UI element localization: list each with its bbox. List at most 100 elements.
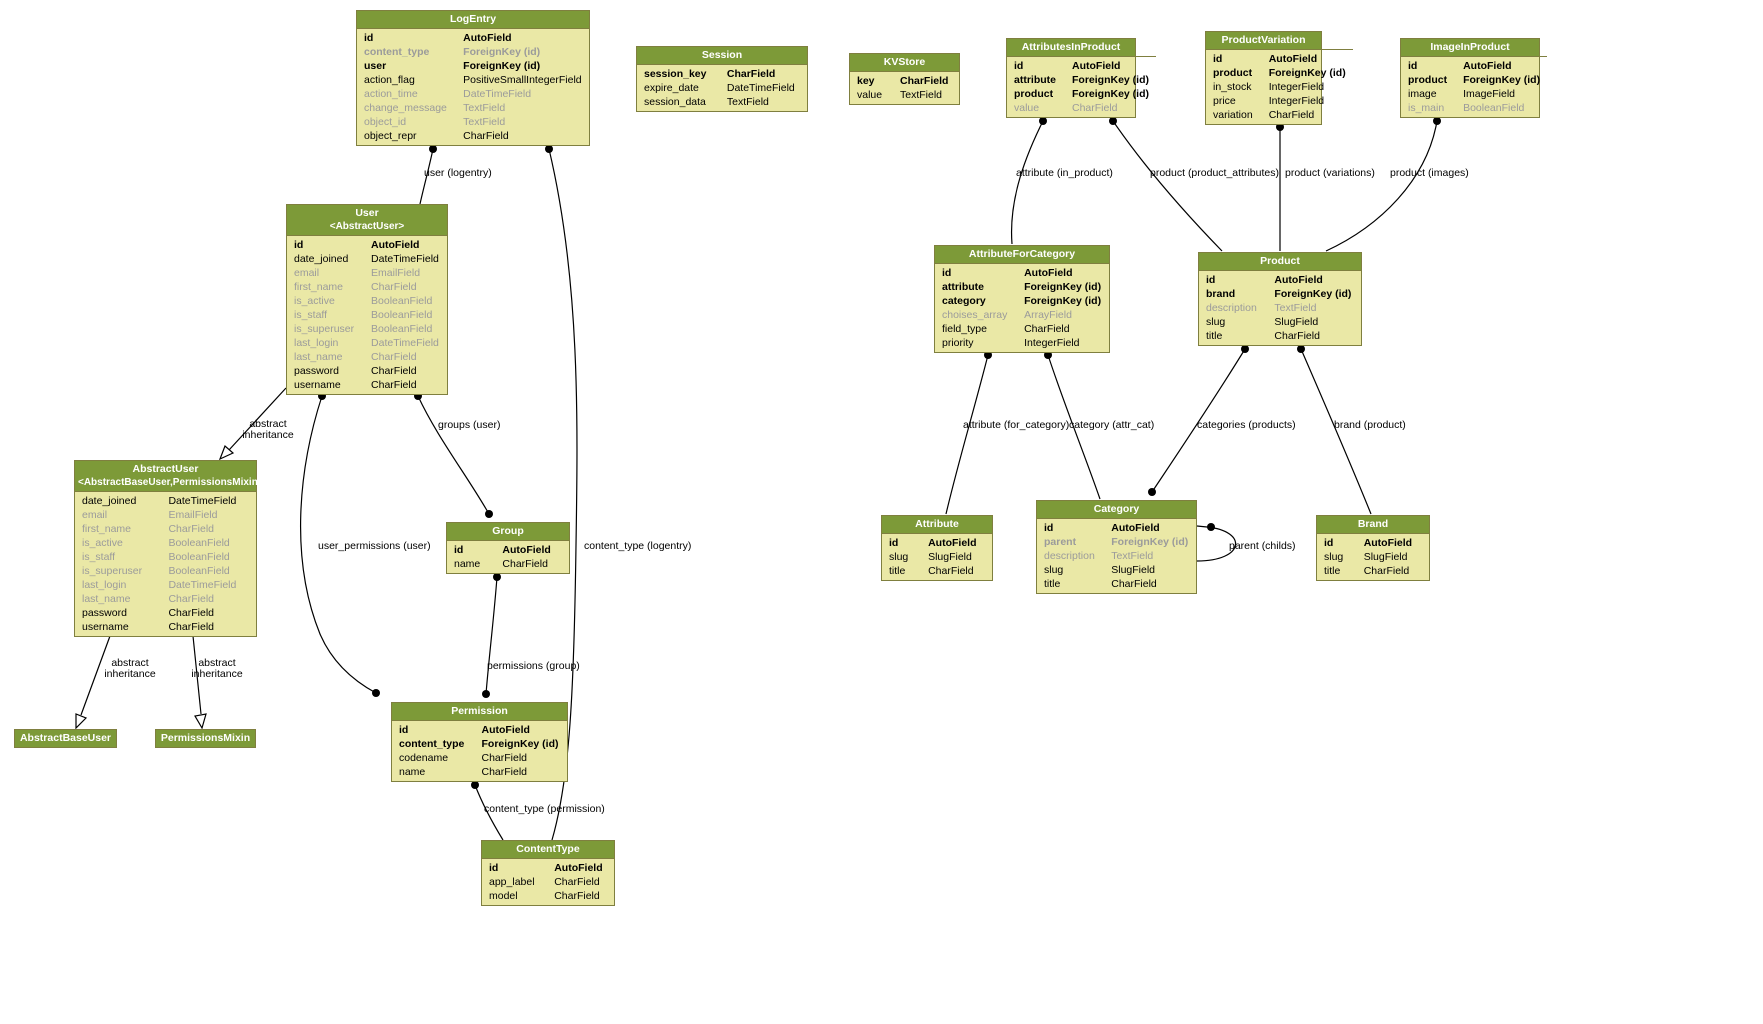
field-type: AutoField (371, 239, 420, 251)
field-name: is_staff (294, 309, 328, 321)
field-name: id (1408, 60, 1418, 72)
model-header: Brand (1317, 516, 1429, 533)
field-name: email (294, 267, 320, 279)
field-type: IntegerField (1268, 95, 1325, 107)
field-type: SlugField (1111, 564, 1156, 576)
relation-dot (1109, 117, 1117, 125)
field-name: product (1014, 88, 1054, 100)
field-type: CharField (168, 621, 214, 633)
field-type: AutoField (1463, 60, 1512, 72)
field-type: AutoField (1111, 522, 1160, 534)
field-name: title (1206, 330, 1223, 342)
relation-dot (1297, 345, 1305, 353)
field-name: id (399, 724, 409, 736)
field-type: SlugField (928, 551, 972, 563)
field-name: title (1324, 565, 1341, 577)
model-name: Session (701, 49, 743, 61)
field-type: CharField (1111, 578, 1157, 590)
field-name: category (942, 295, 986, 307)
field-name: choises_array (942, 309, 1008, 321)
field-type: IntegerField (1268, 81, 1325, 93)
model-header: Permission (392, 703, 567, 720)
field-name: slug (889, 551, 909, 563)
field-type: BooleanField (371, 295, 433, 307)
field-name: attribute (1014, 74, 1056, 86)
edge-label: content_type (permission) (484, 803, 605, 815)
field-name: last_login (82, 579, 127, 591)
field-name: codename (399, 752, 449, 764)
field-name: action_time (364, 88, 418, 100)
field-name: in_stock (1213, 81, 1252, 93)
model-name: AbstractUser (132, 463, 199, 475)
field-name: last_login (294, 337, 339, 349)
relation-dot (471, 781, 479, 789)
relation-dot (1039, 117, 1047, 125)
edge-line (228, 387, 287, 451)
edge-line (474, 784, 504, 841)
model-name: AbstractBaseUser (19, 732, 112, 744)
relation-dot (1207, 523, 1215, 531)
model-header: Group (447, 523, 569, 540)
field-type: ImageField (1463, 88, 1516, 100)
field-type: BooleanField (168, 565, 230, 577)
edge-groups-user: groups (user) (414, 392, 500, 518)
field-type: DateTimeField (371, 337, 439, 349)
relation-dot (545, 145, 553, 153)
relation-dot (1433, 117, 1441, 125)
model-header: Attribute (882, 516, 992, 533)
field-type: ForeignKey (id) (1463, 74, 1541, 86)
field-type: DateTimeField (726, 82, 795, 94)
edge-label: brand (product) (1334, 419, 1406, 431)
field-name: password (82, 607, 127, 619)
edge-label: attribute (for_category) (963, 419, 1069, 431)
model-header: Session (637, 47, 807, 64)
relation-dot (1044, 351, 1052, 359)
field-name: date_joined (82, 495, 137, 507)
edge-line (192, 635, 202, 715)
model-name: ProductVariation (1221, 34, 1306, 46)
model-name: LogEntry (449, 13, 497, 25)
